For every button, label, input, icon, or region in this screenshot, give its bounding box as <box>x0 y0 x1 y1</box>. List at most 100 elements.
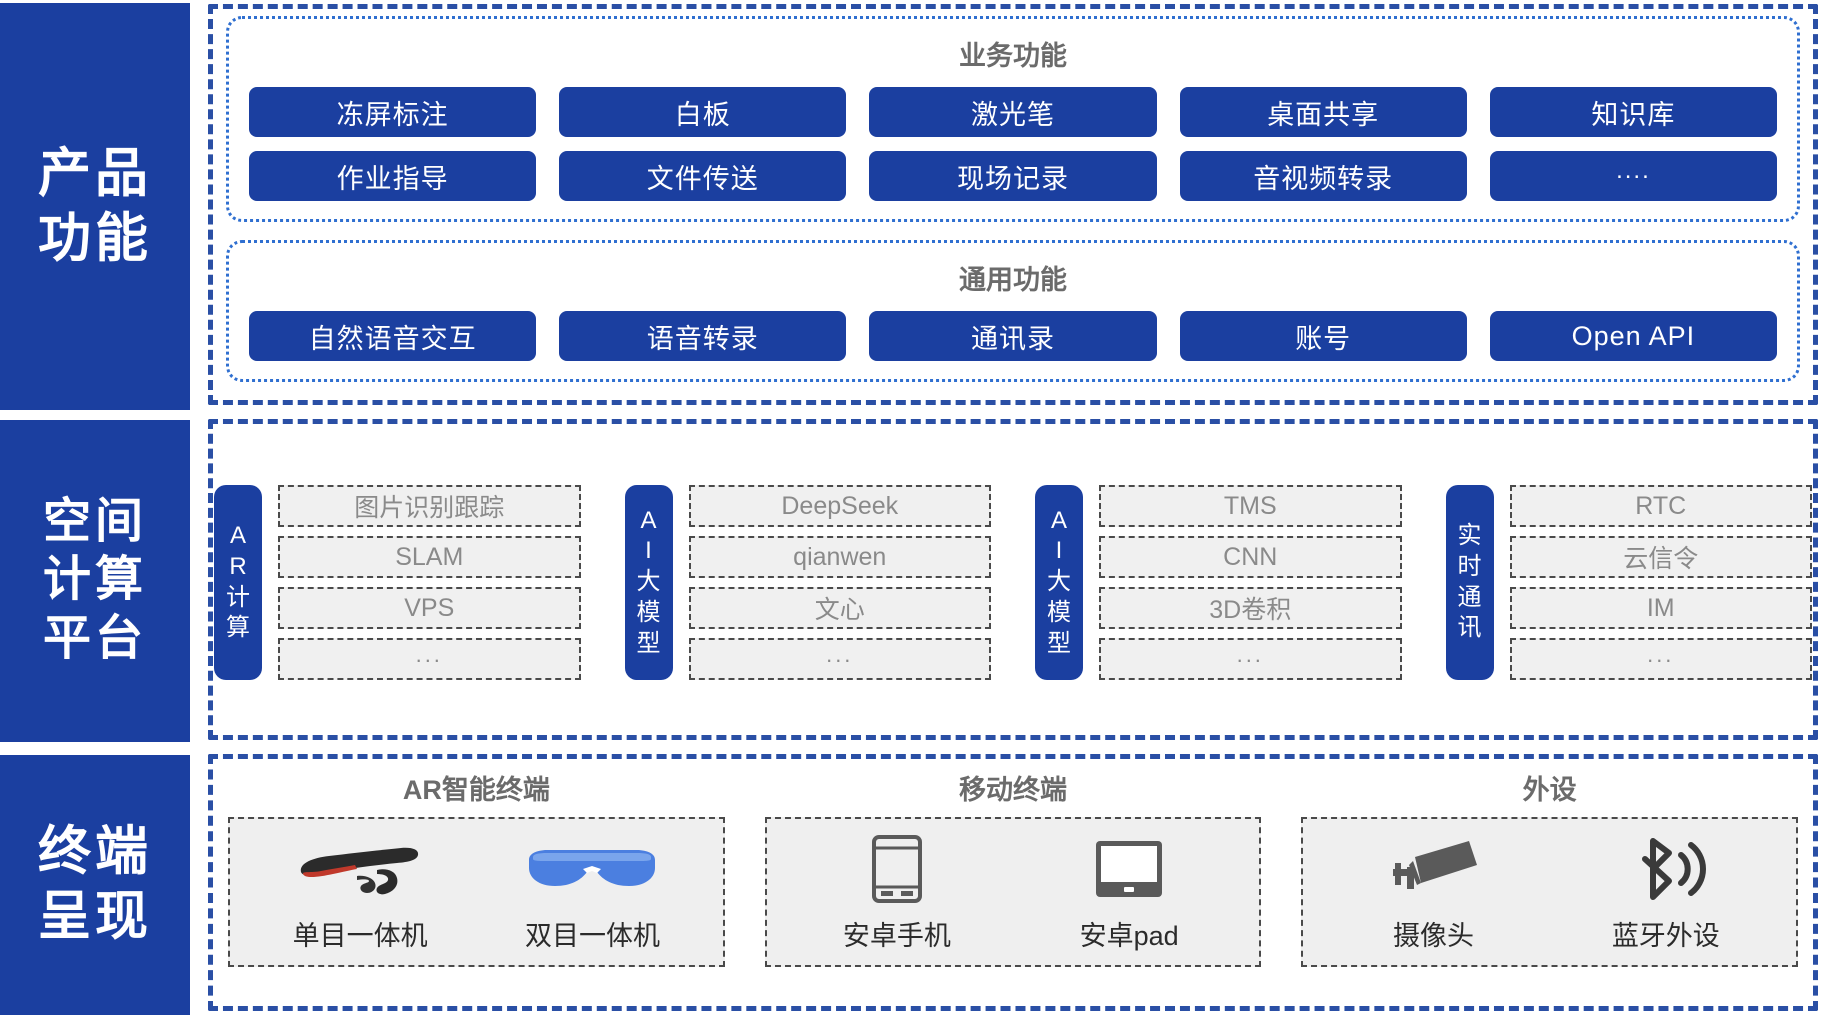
platform-group-tab: 实 时 通 讯 <box>1445 485 1494 680</box>
tab-char: 模 <box>636 598 661 626</box>
device-security-camera[interactable]: 摄像头 <box>1317 830 1549 953</box>
platform-layer-body: A R 计 算 图片识别跟踪 SLAM VPS ... A <box>208 413 1818 748</box>
platform-group-ai-llm-1: A I 大 模 型 DeepSeek qianwen 文心 ... <box>624 485 991 680</box>
tab-char: 模 <box>1047 598 1071 626</box>
device-monocular-ar-glasses[interactable]: 单目一体机 <box>244 830 476 953</box>
side-label-line: 计算 <box>42 553 147 607</box>
terminal-device-box: 单目一体机 双目一体机 <box>228 817 725 967</box>
platform-group-tab: A I 大 模 型 <box>624 485 673 680</box>
platform-item[interactable]: 文心 <box>688 587 991 629</box>
terminal-column-peripherals: 外设 <box>1301 762 1798 967</box>
device-label: 安卓手机 <box>842 921 951 951</box>
side-label-line: 呈现 <box>38 886 152 946</box>
terminal-column-title: 外设 <box>1522 775 1577 805</box>
platform-item[interactable]: TMS <box>1099 485 1402 527</box>
device-label: 安卓pad <box>1079 921 1179 951</box>
function-button[interactable]: 现场记录 <box>869 151 1157 201</box>
platform-group-realtime-comm: 实 时 通 讯 RTC 云信令 IM ... <box>1445 485 1812 680</box>
platform-item-more[interactable]: ... <box>1509 638 1812 680</box>
tab-char: R <box>229 552 247 580</box>
platform-group-tab: A R 计 算 <box>214 485 262 680</box>
terminal-column-mobile: 移动终端 <box>764 762 1262 967</box>
panel-title-business: 业务功能 <box>959 41 1067 71</box>
bluetooth-icon <box>1623 830 1709 908</box>
platform-item[interactable]: DeepSeek <box>688 485 991 527</box>
function-button[interactable]: 账号 <box>1179 311 1467 361</box>
function-button[interactable]: 通讯录 <box>869 311 1157 361</box>
android-tablet-icon <box>1090 830 1168 908</box>
function-button[interactable]: 语音转录 <box>559 311 847 361</box>
panel-business-functions: 业务功能 冻屏标注 白板 激光笔 桌面共享 知识库 作业指导 文件传送 现场记录… <box>226 16 1800 222</box>
monocular-ar-glasses-icon <box>285 830 435 908</box>
tab-char: A <box>229 522 246 550</box>
device-label: 双目一体机 <box>524 921 660 951</box>
tab-char: A <box>1050 506 1067 534</box>
device-binocular-ar-glasses[interactable]: 双目一体机 <box>476 830 708 953</box>
function-button[interactable]: 桌面共享 <box>1179 87 1467 137</box>
device-label: 单目一体机 <box>292 921 428 951</box>
tab-char: 大 <box>1047 568 1071 596</box>
terminal-device-box: 摄像头 蓝牙外设 <box>1301 817 1798 967</box>
business-row-1: 冻屏标注 白板 激光笔 桌面共享 知识库 <box>249 87 1777 137</box>
platform-item-more[interactable]: ... <box>278 638 581 680</box>
function-button[interactable]: 白板 <box>559 87 847 137</box>
function-button[interactable]: 作业指导 <box>249 151 537 201</box>
platform-item[interactable]: RTC <box>1509 485 1812 527</box>
platform-group-tab: A I 大 模 型 <box>1035 485 1083 680</box>
side-label-line: 空间 <box>42 494 147 548</box>
platform-group-ai-llm-2: A I 大 模 型 TMS CNN 3D卷积 ... <box>1035 485 1402 680</box>
panel-general-functions: 通用功能 自然语音交互 语音转录 通讯录 账号 Open API <box>226 240 1800 382</box>
platform-item[interactable]: IM <box>1509 587 1812 629</box>
tab-char: 大 <box>636 568 661 596</box>
business-row-2: 作业指导 文件传送 现场记录 音视频转录 .... <box>249 151 1777 201</box>
function-button[interactable]: 冻屏标注 <box>249 87 537 137</box>
platform-item[interactable]: 云信令 <box>1509 536 1812 578</box>
tab-char: A <box>640 506 657 534</box>
general-row-1: 自然语音交互 语音转录 通讯录 账号 Open API <box>249 311 1777 361</box>
side-label-product: 产品 功能 <box>0 0 190 413</box>
tab-char: 通 <box>1457 583 1482 611</box>
function-button[interactable]: 音视频转录 <box>1179 151 1467 201</box>
function-button-more[interactable]: .... <box>1489 151 1777 201</box>
terminal-column-ar: AR智能终端 <box>228 762 725 967</box>
side-label-line: 产品 <box>38 143 152 203</box>
side-label-line: 功能 <box>38 208 152 268</box>
security-camera-icon <box>1385 830 1481 908</box>
terminal-device-box: 安卓手机 安卓pad <box>764 817 1262 967</box>
layer-spatial-computing-platform: 空间 计算 平台 A R 计 算 图片识别跟踪 <box>0 413 1834 748</box>
platform-item[interactable]: 图片识别跟踪 <box>278 485 581 527</box>
platform-item[interactable]: qianwen <box>688 536 991 578</box>
tab-char: 算 <box>226 614 250 642</box>
tab-char: 型 <box>636 629 661 657</box>
device-label: 摄像头 <box>1392 921 1474 951</box>
platform-item[interactable]: CNN <box>1099 536 1402 578</box>
function-button[interactable]: 激光笔 <box>869 87 1157 137</box>
tab-char: 型 <box>1047 629 1071 657</box>
tab-char: 计 <box>226 583 250 611</box>
side-chip-platform: 空间 计算 平台 <box>0 419 190 742</box>
tab-char: 时 <box>1457 552 1482 580</box>
platform-item[interactable]: 3D卷积 <box>1099 587 1402 629</box>
tab-char: I <box>645 537 652 565</box>
function-button[interactable]: 文件传送 <box>559 151 847 201</box>
device-android-tablet[interactable]: 安卓pad <box>1013 830 1245 953</box>
function-button[interactable]: Open API <box>1489 311 1777 361</box>
side-label-platform: 空间 计算 平台 <box>0 413 190 748</box>
product-layer-border <box>208 4 1818 405</box>
platform-item[interactable]: SLAM <box>278 536 581 578</box>
device-android-phone[interactable]: 安卓手机 <box>781 830 1013 953</box>
tab-char: I <box>1055 537 1063 565</box>
device-bluetooth-peripheral[interactable]: 蓝牙外设 <box>1550 830 1782 953</box>
binocular-ar-glasses-icon <box>517 830 667 908</box>
layer-terminal-presentation: 终端 呈现 AR智能终端 <box>0 748 1834 1021</box>
platform-item[interactable]: VPS <box>278 587 581 629</box>
platform-item-more[interactable]: ... <box>1099 638 1402 680</box>
function-button[interactable]: 知识库 <box>1489 87 1777 137</box>
platform-item-more[interactable]: ... <box>688 638 991 680</box>
side-label-line: 终端 <box>38 821 152 881</box>
function-button[interactable]: 自然语音交互 <box>249 311 537 361</box>
terminal-layer-body: AR智能终端 <box>208 748 1818 1021</box>
platform-group-ar-computing: A R 计 算 图片识别跟踪 SLAM VPS ... <box>214 485 581 680</box>
side-chip-product: 产品 功能 <box>0 3 190 410</box>
